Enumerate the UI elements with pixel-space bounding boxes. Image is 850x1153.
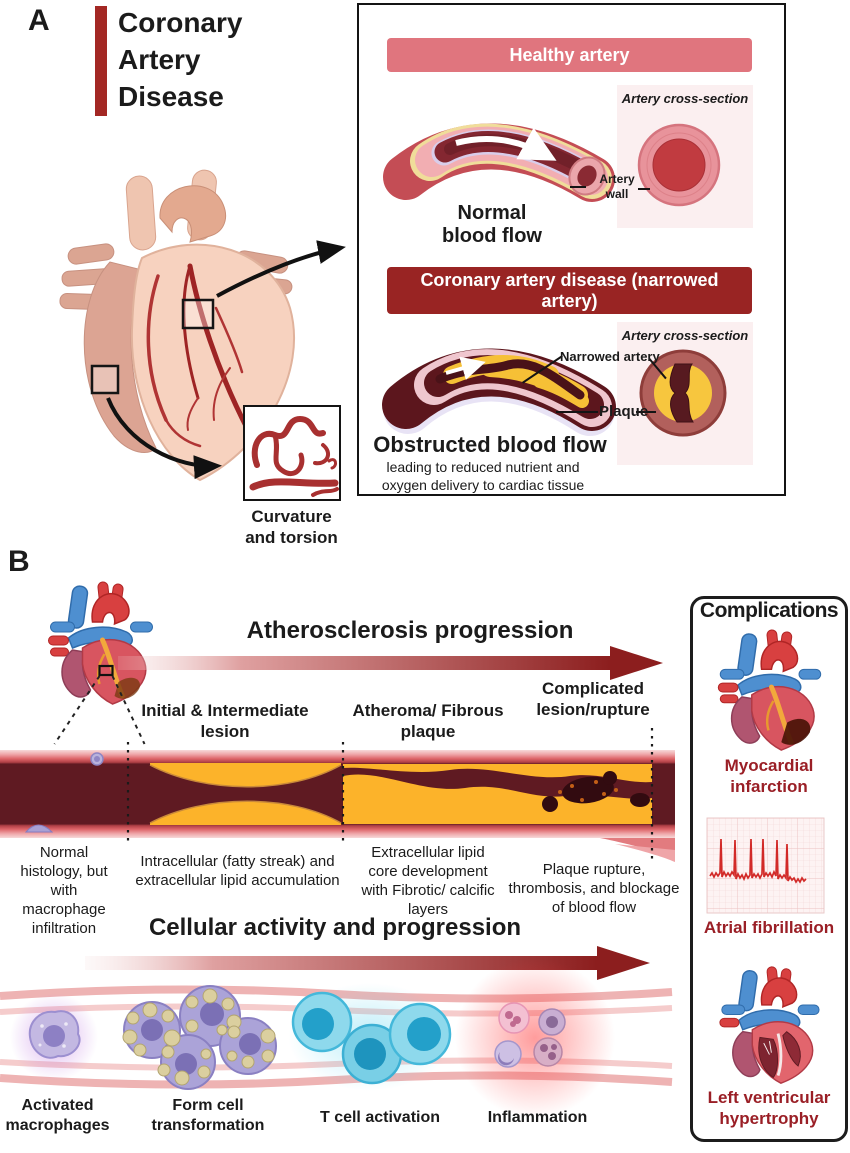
cellular-title: Cellular activity and progression: [148, 914, 522, 941]
left-ventricle-chamber: [758, 1036, 779, 1079]
inset-marker-box-upper: [181, 298, 215, 330]
cellular-vessel-illustration: [0, 958, 673, 1118]
aorta: [159, 185, 226, 243]
complications-title: Complications: [699, 599, 839, 622]
stage-title-complicated: Complicated lesion/rupture: [536, 679, 650, 719]
atherosclerosis-artery-band: [0, 728, 675, 862]
stage-divider-dashed: [126, 728, 654, 862]
diseased-artery-header: Coronary artery disease (narrowed artery…: [387, 267, 752, 314]
fatty-streak-plaque: [150, 763, 341, 787]
diseased-cross-section-panel: Artery cross-section: [617, 322, 753, 465]
obstructed-flow-sublabel: leading to reduced nutrient and oxygen d…: [381, 459, 585, 493]
complication-label-lvh: Left ventricular hypertrophy: [707, 1088, 831, 1128]
baseline-description: Normal histology, but with macrophage in…: [20, 844, 108, 937]
diseased-cross-section-label: Artery cross-section: [621, 328, 749, 343]
stage-description-atheroma: Extracellular lipid core development wit…: [361, 844, 495, 918]
inflammation-cells: [494, 1002, 566, 1068]
artery-wall-label: Artery wall: [599, 172, 635, 201]
stage-description-complicated: Plaque rupture, thrombosis, and blockage…: [508, 861, 680, 916]
stage-description-initial: Intracellular (fatty streak) and extrace…: [135, 853, 340, 889]
blood-flow-arrow: [455, 127, 557, 161]
fatty-streak-plaque: [150, 801, 341, 825]
infarct-region: [781, 718, 811, 745]
septum: [776, 1033, 783, 1077]
diseased-cross-section-illustration: [639, 349, 727, 437]
progression-arrow: [118, 646, 663, 680]
zoom-dashed-line: [111, 675, 146, 745]
heart-coronary-illustration: [48, 581, 153, 745]
obstructed-flow-label: Obstructed blood flow: [373, 432, 607, 457]
stage-title-initial: Initial & Intermediate lesion: [141, 701, 309, 741]
panel-a-label: A: [28, 4, 50, 37]
obstructed-flow-arrow: [445, 356, 486, 380]
stage-title-atheroma: Atheroma/ Fibrous plaque: [352, 701, 504, 741]
wall-label-line: [638, 188, 650, 190]
healthy-artery-illustration: [383, 123, 615, 202]
t-cells: [291, 991, 452, 1085]
afib-ecg-icon: [706, 817, 825, 914]
title-accent-bar: [95, 6, 107, 116]
panel-b-label: B: [8, 545, 30, 578]
curvature-caption: Curvature and torsion: [245, 507, 338, 547]
myocardial-infarction-heart-icon: [717, 629, 822, 751]
coronary-arteries: [146, 263, 251, 448]
cell-label-inflammation: Inflammation: [487, 1109, 588, 1126]
artery-wall-cut-end: [568, 156, 606, 196]
diseased-artery-illustration: [382, 348, 616, 436]
plaque-label: Plaque: [599, 403, 649, 420]
curvature-inset-box: [243, 405, 341, 501]
right-ventricle-chamber: [782, 1031, 801, 1067]
complication-label-mi: Myocardial infarction: [724, 756, 814, 796]
healthy-cross-section-panel: Artery cross-section: [617, 85, 753, 228]
plaque-label-line: [556, 411, 598, 413]
cell-label-macrophages: Activated macrophages: [5, 1097, 110, 1134]
cellular-arrow: [85, 946, 650, 980]
callout-arrow-to-inset: [106, 397, 222, 480]
progression-title: Atherosclerosis progression: [246, 617, 574, 644]
tortuous-vessels-illustration: [249, 415, 339, 497]
ecg-trace: [709, 838, 807, 884]
narrowed-artery-label: Narrowed artery: [560, 349, 660, 364]
healthy-cross-section-illustration: [637, 123, 721, 207]
normal-flow-label: Normal blood flow: [442, 202, 542, 247]
cell-label-tcell: T cell activation: [319, 1109, 441, 1126]
healthy-cross-section-label: Artery cross-section: [621, 91, 749, 106]
macrophage-mound: [24, 824, 54, 833]
callout-arrow-to-panel: [216, 240, 346, 298]
activated-macrophage-cell: [28, 1010, 81, 1059]
figure-title: Coronary Artery Disease: [118, 7, 243, 112]
plaque-label-line: [636, 411, 656, 413]
plaque-debris: [558, 780, 618, 802]
healthy-artery-header: Healthy artery: [387, 38, 752, 72]
foam-cells-cluster: [122, 985, 277, 1090]
wall-label-line: [570, 186, 586, 188]
zoom-marker-box: [98, 664, 114, 677]
inset-marker-box-lower: [90, 364, 120, 395]
lvh-heart-icon: [719, 966, 820, 1084]
complication-label-afib: Atrial fibrillation: [703, 918, 835, 937]
thrombus: [542, 771, 650, 812]
cell-label-foam: Form cell transformation: [151, 1097, 265, 1134]
